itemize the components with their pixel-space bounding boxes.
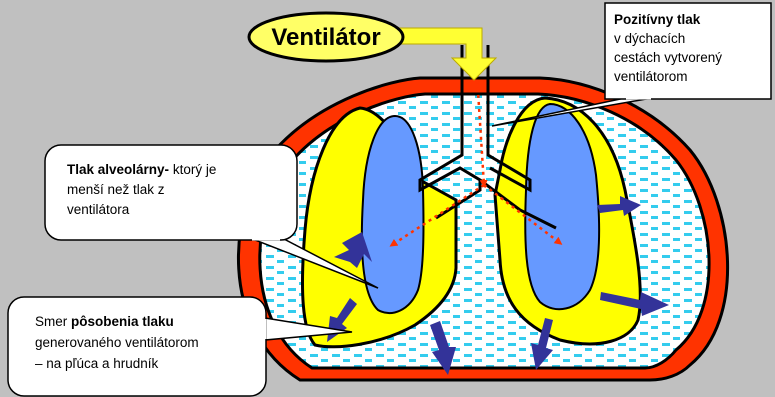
alveolar-pressure-line1: ktorý je: [169, 162, 216, 177]
alveolar-pressure-line2: menší než tlak z: [67, 182, 165, 197]
ventilator-arrow: [396, 28, 496, 80]
alveolar-pressure-title: Tlak alveolárny-: [67, 162, 169, 177]
alveolar-pressure-line3: ventilátora: [67, 202, 130, 217]
positive-pressure-line1: v dýchacích: [614, 31, 685, 46]
positive-pressure-line3: ventilátorom: [614, 69, 688, 84]
ventilator: Ventilátor: [249, 13, 496, 80]
positive-pressure-line2: cestách vytvorený: [614, 50, 722, 65]
pressure-direction-line1-pre: Smer: [35, 314, 71, 329]
left-lung-tissue: [362, 116, 424, 313]
pressure-direction-line3: – na pľúca a hrudník: [35, 356, 159, 371]
ventilator-label: Ventilátor: [271, 24, 380, 51]
positive-pressure-title: Pozitívny tlak: [614, 12, 701, 27]
pressure-direction-line1-bold: pôsobenia tlaku: [71, 314, 174, 329]
pressure-direction-line2: generovaného ventilátorom: [35, 335, 199, 350]
